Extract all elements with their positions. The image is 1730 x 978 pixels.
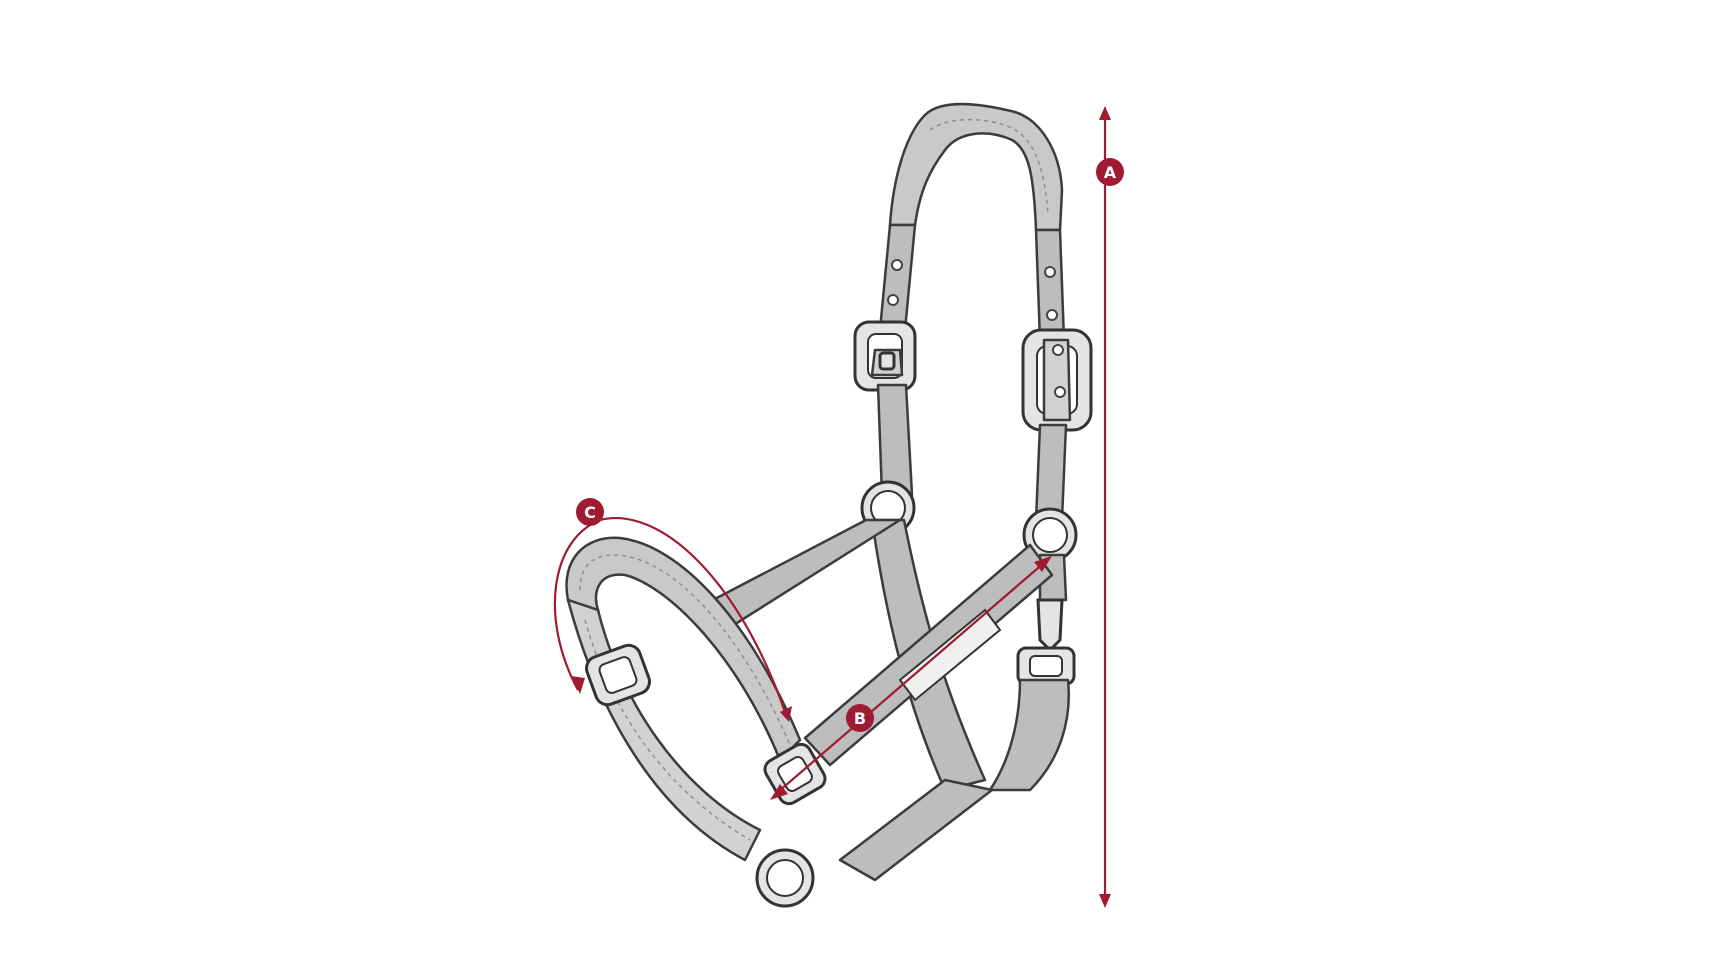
- nameplate: [898, 608, 1002, 702]
- badge-a: [1096, 158, 1124, 186]
- left-lower-cheek: [876, 383, 914, 497]
- measure-c-arc: [553, 517, 788, 716]
- measurement-a: A: [1096, 106, 1124, 908]
- noseband-pad: [565, 536, 802, 763]
- measure-c-arrow-end: [780, 706, 792, 722]
- strap-hole: [1044, 266, 1056, 278]
- right-lower-cheek: [1034, 423, 1068, 522]
- measure-a-arrow-top: [1099, 106, 1111, 120]
- badge-a-label: A: [1104, 163, 1117, 182]
- left-cheek-strap: [878, 223, 917, 332]
- measure-b-arrow-end: [1034, 556, 1052, 572]
- strap-hole: [891, 259, 903, 271]
- badge-b: [846, 704, 874, 732]
- snap-clip: [1036, 598, 1064, 653]
- measure-c-arrow-start: [571, 676, 585, 694]
- measure-b-line: [777, 561, 1046, 793]
- badge-c-label: C: [584, 503, 596, 522]
- strap-hole: [887, 294, 899, 306]
- measurement-b: B: [770, 556, 1052, 800]
- badge-b-label: B: [854, 709, 866, 728]
- right-cheek-strap: [1034, 228, 1066, 342]
- measurement-c: C: [553, 498, 792, 722]
- measure-a-arrow-bottom: [1099, 894, 1111, 908]
- strap-hole: [1046, 309, 1058, 321]
- crownpiece-pad: [888, 102, 1064, 232]
- chin-strap: [838, 778, 994, 882]
- right-jaw-strap: [988, 678, 1070, 792]
- measure-b-arrow-start: [770, 784, 788, 800]
- badge-c: [576, 498, 604, 526]
